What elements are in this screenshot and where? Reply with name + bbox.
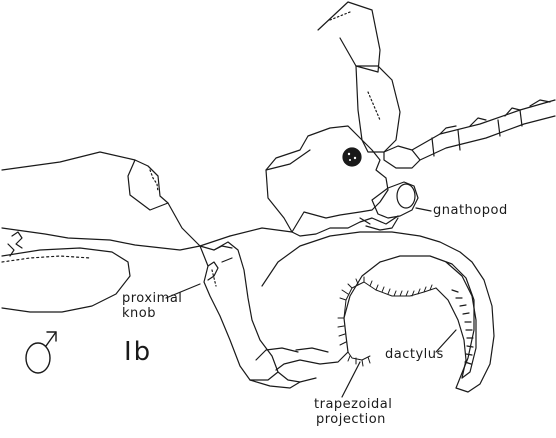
gnathopod-label: gnathopod	[433, 204, 508, 218]
head	[230, 126, 398, 236]
telson-region	[2, 232, 130, 312]
projection-label: projection	[316, 413, 386, 427]
trapezoidal-projection-leader-line	[342, 362, 360, 397]
antenna-lower	[384, 100, 555, 168]
dactylus-label: dactylus	[385, 348, 444, 362]
knob-label: knob	[122, 307, 156, 321]
figure-number: Ib	[124, 338, 152, 366]
antenna-upper	[318, 2, 400, 152]
male-symbol-icon	[26, 332, 56, 373]
proximal-label: proximal	[122, 292, 182, 306]
mouthparts	[360, 182, 418, 230]
gnathopod-basis	[200, 242, 278, 380]
gnathopod-propodus	[250, 232, 494, 392]
gnathopod-leader-line	[416, 208, 431, 211]
basis-curve	[222, 258, 232, 262]
body-outline	[2, 152, 230, 250]
eye	[343, 148, 361, 166]
trapezoidal-label: trapezoidal	[314, 398, 392, 412]
